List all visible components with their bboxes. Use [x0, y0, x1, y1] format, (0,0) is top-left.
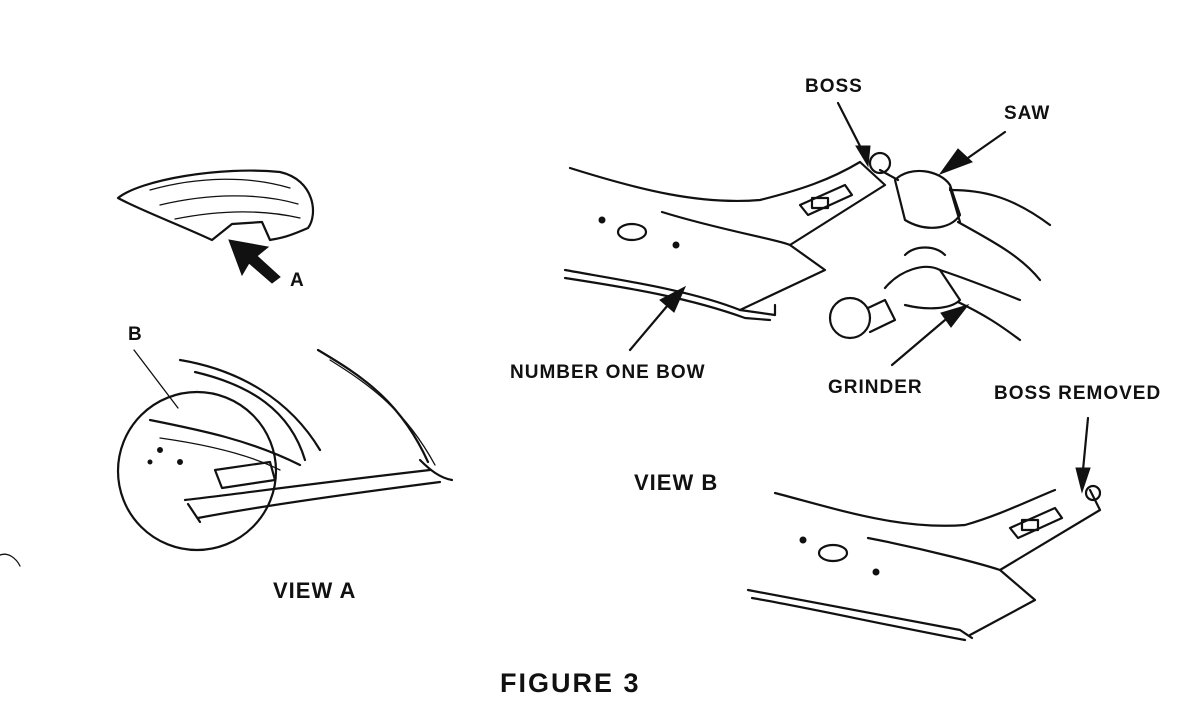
- label-grinder: GRINDER: [828, 377, 923, 398]
- arrow-boss-removed: [1075, 416, 1091, 494]
- number-one-bow-drawing: [563, 151, 892, 322]
- grinder-drawing: [828, 246, 1022, 342]
- label-view-b: VIEW B: [634, 470, 719, 495]
- arrow-grinder: [890, 304, 970, 367]
- label-view-a: VIEW A: [273, 578, 357, 603]
- saw-drawing: [878, 168, 1052, 282]
- detail-circle: [116, 390, 278, 552]
- arrow-number-one-bow: [628, 285, 687, 352]
- figure-title: FIGURE 3: [500, 668, 641, 698]
- view-a-drawing: [0, 348, 454, 567]
- arrow-boss: [836, 101, 871, 168]
- label-b: B: [128, 324, 143, 345]
- arrow-a: [228, 239, 281, 284]
- label-number-one-bow: NUMBER ONE BOW: [510, 362, 706, 383]
- arrow-saw: [938, 130, 1007, 176]
- label-boss: BOSS: [805, 76, 863, 97]
- label-a: A: [290, 270, 305, 291]
- top-overview-drawing: [116, 169, 315, 242]
- label-saw: SAW: [1004, 103, 1051, 124]
- view-b-drawing: [746, 484, 1102, 642]
- label-boss-removed: BOSS REMOVED: [994, 383, 1162, 404]
